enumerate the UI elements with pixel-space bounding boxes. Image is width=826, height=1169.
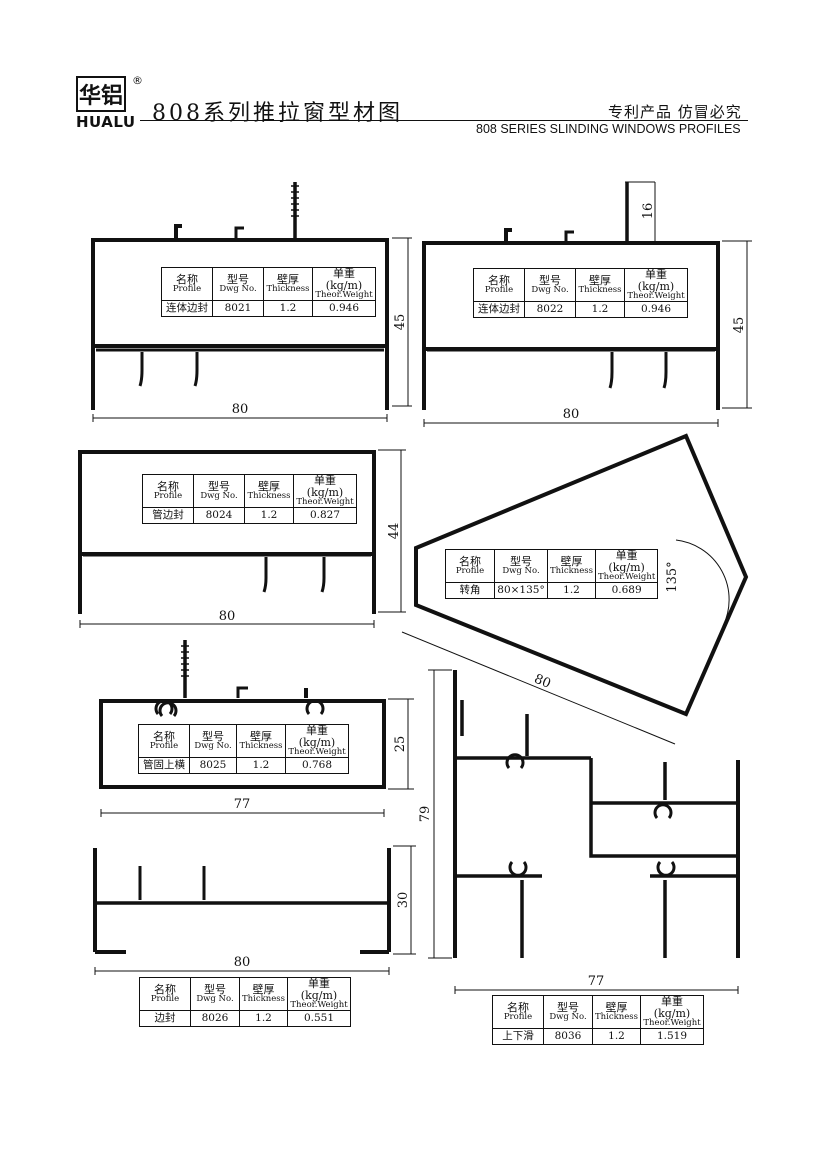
profile-name: 管边封 [142, 507, 194, 525]
profile-8025-drawing [99, 640, 414, 817]
thickness: 1.2 [238, 1010, 289, 1028]
dwg-number: 8021 [212, 300, 264, 318]
dim-8021-width: 80 [232, 402, 249, 417]
dim-8025-height: 25 [393, 736, 408, 753]
dim-8022-tab: 16 [641, 203, 656, 220]
profile-8036-drawing [428, 669, 740, 994]
weight: 0.689 [595, 582, 659, 600]
logo-wordmark: HUALU [76, 113, 136, 131]
dim-8025-width: 77 [234, 797, 251, 812]
profile-8022-drawing [422, 181, 752, 427]
dwg-number: 8024 [193, 507, 245, 525]
dwg-number: 8026 [190, 1010, 240, 1028]
header-rule [140, 120, 748, 121]
dwg-number: 8036 [543, 1028, 593, 1046]
weight: 0.551 [287, 1010, 352, 1028]
profile-8024-drawing [78, 449, 406, 628]
patent-notice: 专利产品 仿冒必究 [608, 103, 742, 121]
profile-name: 转角 [445, 582, 495, 600]
thickness: 1.2 [236, 757, 286, 775]
profile-name: 上下滑 [492, 1028, 544, 1046]
dwg-number: 8022 [524, 301, 576, 319]
weight: 0.946 [624, 301, 688, 319]
page-subtitle: 808 SERIES SLINDING WINDOWS PROFILES [476, 122, 741, 136]
profile-name: 边封 [139, 1010, 191, 1028]
thickness: 1.2 [263, 300, 313, 318]
dim-8036-height: 79 [418, 806, 433, 823]
weight: 0.946 [312, 300, 376, 318]
dim-8022-height: 45 [732, 317, 747, 334]
thickness: 1.2 [244, 507, 294, 525]
weight: 0.768 [285, 757, 349, 775]
profile-name: 管固上横 [138, 757, 190, 775]
dim-corner-angle: 135° [665, 561, 680, 592]
thickness: 1.2 [575, 301, 625, 319]
dim-8026-width: 80 [234, 955, 251, 970]
thickness: 1.2 [591, 1028, 642, 1046]
dim-8021-height: 45 [393, 314, 408, 331]
registered-mark: ® [132, 74, 143, 87]
dim-corner-width: 80 [532, 672, 553, 692]
dwg-number: 8025 [189, 757, 237, 775]
weight: 0.827 [293, 507, 357, 525]
profile-name: 连体边封 [473, 301, 525, 319]
dim-8024-height: 44 [387, 523, 402, 540]
dim-8022-width: 80 [563, 407, 580, 422]
dim-8036-width: 77 [588, 974, 605, 989]
weight: 1.519 [640, 1028, 705, 1046]
dwg-number: 80×135° [494, 582, 548, 600]
hualu-logo: 华铝 [76, 76, 126, 112]
thickness: 1.2 [546, 582, 597, 600]
profile-corner-drawing [401, 433, 749, 745]
dim-8026-height: 30 [396, 892, 411, 909]
profile-8026-drawing [93, 845, 416, 975]
profile-name: 连体边封 [161, 300, 213, 318]
page-title: 808系列推拉窗型材图 [152, 101, 403, 126]
profile-8021-drawing [91, 182, 412, 422]
dim-8024-width: 80 [219, 609, 236, 624]
